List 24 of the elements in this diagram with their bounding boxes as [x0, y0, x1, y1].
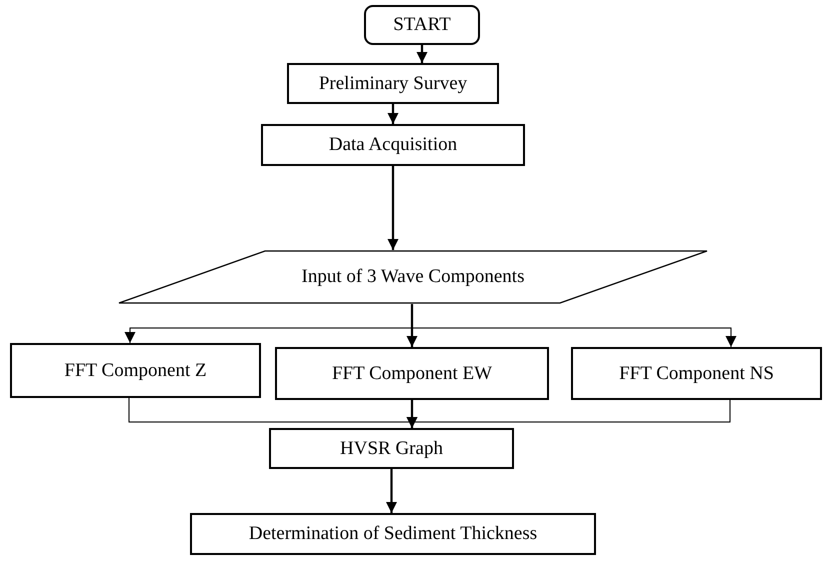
node-label: FFT Component NS	[619, 362, 774, 384]
arrow	[406, 304, 418, 347]
node-label: START	[393, 14, 451, 36]
node-label: HVSR Graph	[340, 438, 443, 460]
input-parallelogram	[118, 250, 708, 304]
arrow	[406, 400, 730, 428]
process-box	[261, 124, 525, 166]
process-box	[10, 343, 261, 398]
process-box	[269, 428, 514, 469]
arrow	[388, 166, 398, 250]
node-label: FFT Component EW	[332, 362, 492, 384]
process-box	[571, 347, 822, 400]
process-box	[287, 63, 499, 104]
arrow	[416, 45, 428, 63]
process-box	[190, 513, 596, 555]
arrow	[386, 469, 397, 513]
node-label: FFT Component Z	[64, 360, 207, 382]
node-label: Data Acquisition	[328, 134, 458, 156]
process-box	[275, 347, 549, 400]
node-label: Preliminary Survey	[318, 72, 468, 94]
arrow	[388, 104, 398, 124]
start-terminal	[364, 5, 480, 45]
node-label: Input of 3 Wave Components	[302, 266, 524, 288]
node-label: Determination of Sediment Thickness	[248, 523, 538, 545]
